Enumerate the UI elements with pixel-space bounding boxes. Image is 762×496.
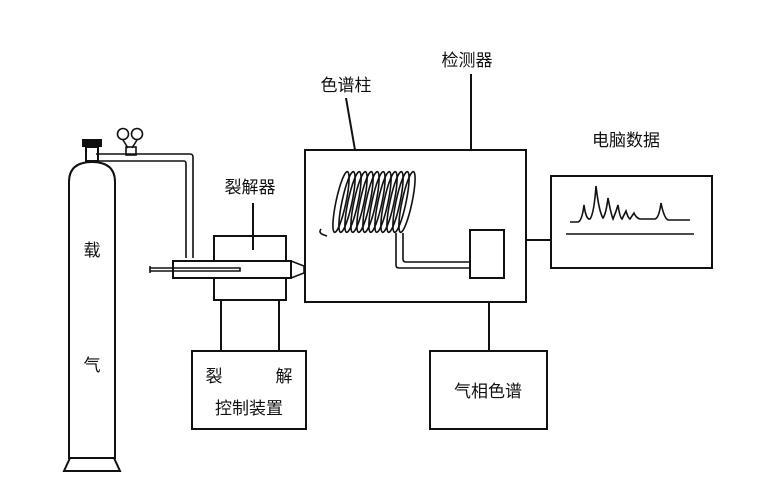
- gc-unit: 气相色谱: [429, 350, 548, 430]
- controller-label-1b: 解: [276, 367, 293, 387]
- controller-label-2: 控制装置: [215, 399, 283, 419]
- detector-cell: [469, 229, 505, 279]
- pyrolyzer-label: 裂解器: [225, 178, 276, 198]
- coil-loop: [338, 170, 356, 234]
- tube-taper: [290, 260, 305, 279]
- coil-loop: [356, 170, 374, 234]
- coil-loop: [380, 170, 398, 234]
- column-coil: [332, 170, 416, 234]
- regulator-body: [125, 146, 137, 156]
- pyrolyzer: 裂解器: [149, 178, 305, 301]
- pyrolysis-controller: 裂 解 控制装置: [191, 350, 307, 430]
- gas-cylinder: 载 气: [62, 139, 122, 472]
- carrier-gas-label-2: 气: [84, 356, 101, 376]
- coil-loop: [368, 170, 386, 234]
- injection-probe: [149, 266, 241, 273]
- gc-label: 气相色谱: [454, 382, 522, 402]
- gauge-icon: [116, 127, 130, 141]
- column-label: 色谱柱: [321, 76, 372, 96]
- column-leader: [345, 97, 356, 151]
- coil-loop: [386, 170, 404, 234]
- coil-loop: [374, 170, 392, 234]
- carrier-gas-label-1: 载: [84, 241, 101, 261]
- gas-line: [96, 153, 194, 258]
- computer-label: 电脑数据: [592, 131, 660, 151]
- pressure-gauges: [116, 127, 144, 156]
- cylinder-body: [68, 160, 116, 459]
- column-end: [319, 228, 470, 269]
- pyrolyzer-lower-box: [213, 275, 287, 301]
- pyrolysis-tube: [172, 260, 292, 279]
- cylinder-cap: [82, 139, 102, 147]
- pyrolyzer-upper-box: [213, 235, 287, 265]
- gauge-icon: [130, 127, 144, 141]
- detector-label: 检测器: [442, 51, 493, 71]
- coil-loop: [398, 170, 416, 234]
- coil-loop: [332, 170, 350, 234]
- coil-loop: [344, 170, 362, 234]
- controller-label-1a: 裂: [206, 367, 223, 387]
- cylinder-base: [62, 457, 122, 472]
- coil-loop: [362, 170, 380, 234]
- computer-display: 电脑数据: [550, 131, 713, 269]
- coil-loop: [392, 170, 410, 234]
- coil-loop: [350, 170, 368, 234]
- chromatogram-trace: [570, 185, 690, 223]
